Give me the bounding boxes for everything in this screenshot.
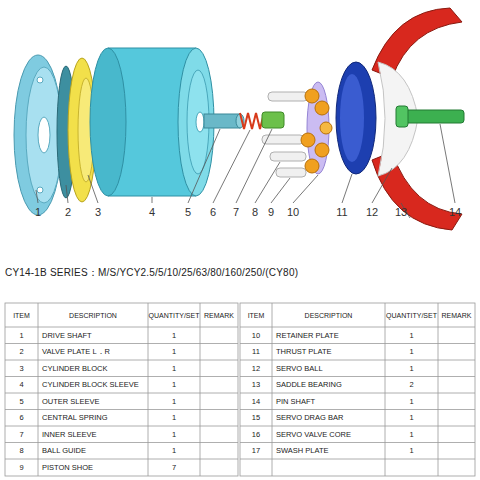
table-cell: 1 bbox=[385, 328, 438, 344]
table-header: DESCRIPTION bbox=[38, 304, 148, 326]
callout-number: 10 bbox=[283, 205, 303, 218]
table-cell: 8 bbox=[5, 443, 38, 459]
table-title: CY14-1B SERIES：M/S/YCY2.5/5/10/25/63/80/… bbox=[5, 266, 298, 280]
table-header: REMARK bbox=[438, 304, 475, 326]
callout-number: 8 bbox=[245, 205, 265, 218]
table-cell: 5 bbox=[5, 394, 38, 410]
table-cell: 14 bbox=[240, 394, 272, 410]
table-header: REMARK bbox=[200, 304, 238, 326]
table-cell: THRUST PLATE bbox=[272, 344, 385, 360]
table-cell: 1 bbox=[148, 443, 200, 459]
table-cell: 2 bbox=[5, 344, 38, 360]
table-cell: BALL GUIDE bbox=[38, 443, 148, 459]
table-cell: 1 bbox=[148, 344, 200, 360]
table-cell: 16 bbox=[240, 427, 272, 443]
table-cell: 4 bbox=[5, 377, 38, 393]
callout-number: 2 bbox=[58, 205, 78, 218]
table-header: ITEM bbox=[5, 304, 38, 326]
table-cell: 6 bbox=[5, 410, 38, 426]
table-cell: CYLINDER BLOCK SLEEVE bbox=[38, 377, 148, 393]
callout-number: 1 bbox=[28, 205, 48, 218]
table-cell: CYLINDER BLOCK bbox=[38, 361, 148, 377]
table-cell: SERVO BALL bbox=[272, 361, 385, 377]
table-cell: PISTON SHOE bbox=[38, 460, 148, 476]
callout-number: 11 bbox=[332, 205, 352, 218]
callout-number: 5 bbox=[178, 205, 198, 218]
table-cell: SADDLE BEARING bbox=[272, 377, 385, 393]
table-cell: 1 bbox=[385, 410, 438, 426]
table-header: QUANTITY/SET bbox=[385, 304, 438, 326]
table-cell: DRIVE SHAFT bbox=[38, 328, 148, 344]
table-cell: INNER SLEEVE bbox=[38, 427, 148, 443]
table-cell: 2 bbox=[385, 377, 438, 393]
table-cell: SWASH PLATE bbox=[272, 443, 385, 459]
callout-number: 7 bbox=[226, 205, 246, 218]
table-cell: 1 bbox=[148, 427, 200, 443]
table-cell: 1 bbox=[148, 377, 200, 393]
table-cell: 1 bbox=[385, 427, 438, 443]
callout-number: 6 bbox=[203, 205, 223, 218]
callout-number: 4 bbox=[142, 205, 162, 218]
callout-number: 13 bbox=[391, 205, 411, 218]
table-cell: 1 bbox=[148, 361, 200, 377]
table-cell: 1 bbox=[148, 410, 200, 426]
table-cell: 17 bbox=[240, 443, 272, 459]
table-cell: 1 bbox=[385, 361, 438, 377]
table-cell: CENTRAL SPRING bbox=[38, 410, 148, 426]
table-cell: 1 bbox=[385, 394, 438, 410]
table-cell: PIN SHAFT bbox=[272, 394, 385, 410]
callout-number: 14 bbox=[445, 205, 465, 218]
table-cell: 13 bbox=[240, 377, 272, 393]
table-cell: 12 bbox=[240, 361, 272, 377]
table-header: ITEM bbox=[240, 304, 272, 326]
table-cell: 15 bbox=[240, 410, 272, 426]
table-cell: 11 bbox=[240, 344, 272, 360]
table-cell: 7 bbox=[148, 460, 200, 476]
callout-number: 9 bbox=[261, 205, 281, 218]
table-cell: 1 bbox=[148, 394, 200, 410]
table-header: QUANTITY/SET bbox=[148, 304, 200, 326]
callout-number: 3 bbox=[88, 205, 108, 218]
callout-number: 12 bbox=[362, 205, 382, 218]
table-cell: 10 bbox=[240, 328, 272, 344]
table-cell: VALVE PLATE L．R bbox=[38, 344, 148, 360]
table-header: DESCRIPTION bbox=[272, 304, 385, 326]
table-cell: 1 bbox=[5, 328, 38, 344]
table-cell: SERVO VALVE CORE bbox=[272, 427, 385, 443]
table-cell: 3 bbox=[5, 361, 38, 377]
table-cell: 1 bbox=[385, 443, 438, 459]
table-cell: 1 bbox=[148, 328, 200, 344]
table-cell: 9 bbox=[5, 460, 38, 476]
table-cell: 7 bbox=[5, 427, 38, 443]
table-cell: OUTER SLEEVE bbox=[38, 394, 148, 410]
table-cell: RETAINER PLATE bbox=[272, 328, 385, 344]
table-cell: 1 bbox=[385, 344, 438, 360]
table-cell: SERVO DRAG BAR bbox=[272, 410, 385, 426]
